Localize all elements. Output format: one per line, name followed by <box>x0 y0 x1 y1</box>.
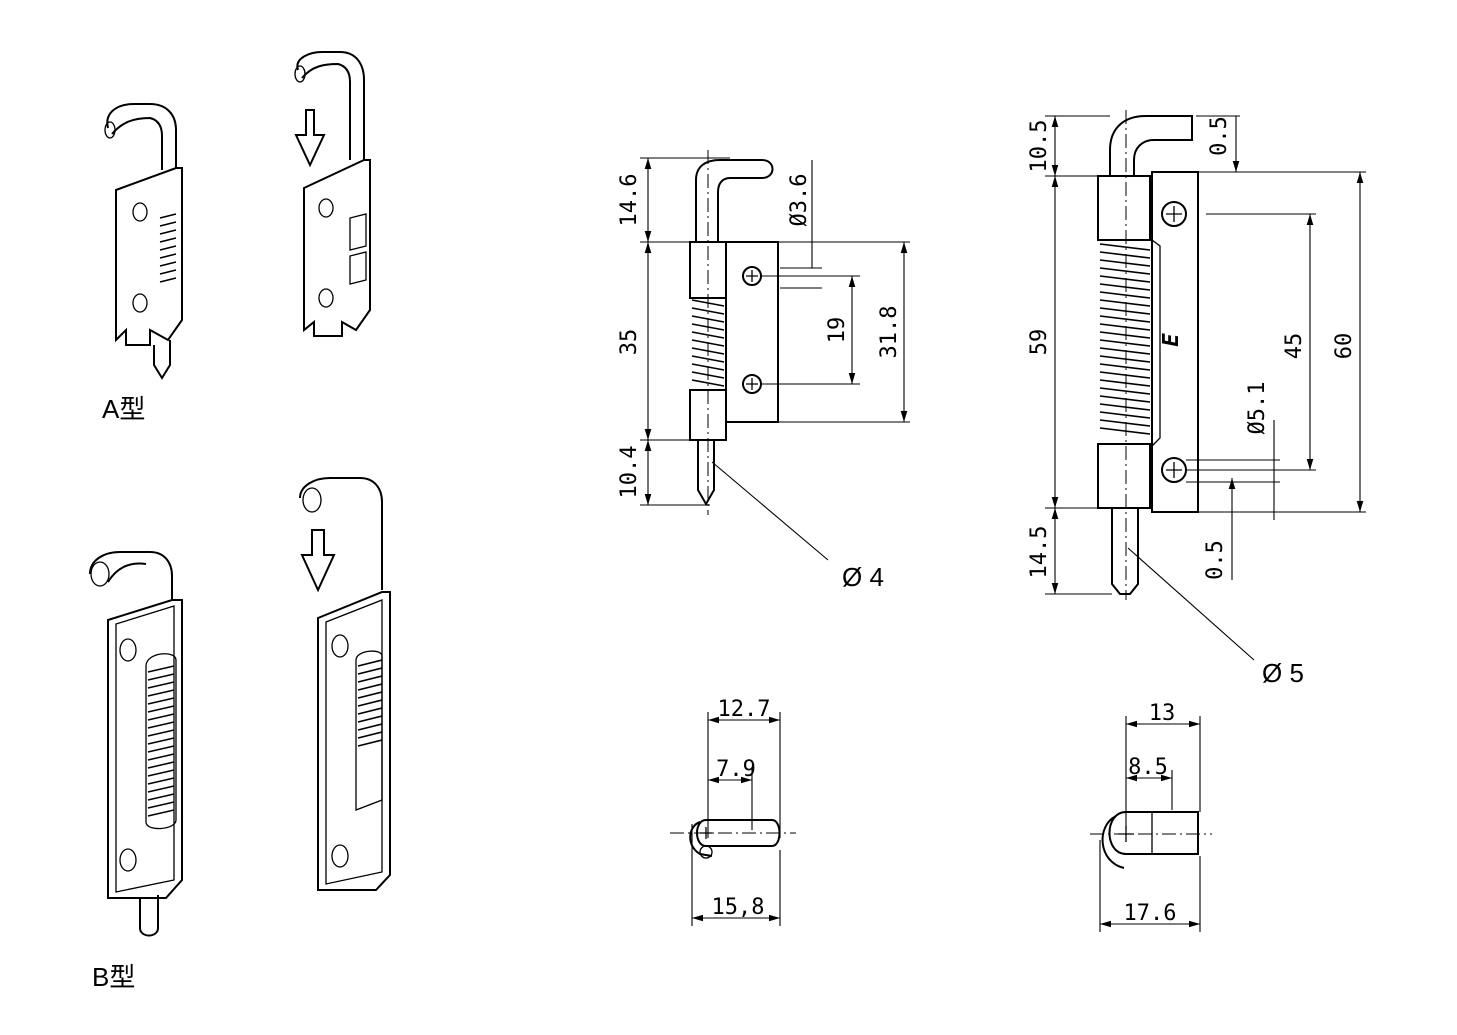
arrow-down-icon <box>300 529 336 593</box>
mark-e: E <box>1159 333 1184 347</box>
front-view-b <box>1045 110 1366 661</box>
section-view-a <box>670 712 796 926</box>
dim-a-plate: 31.8 <box>877 306 902 359</box>
dim-b-hole-pitch: 45 <box>1282 333 1307 360</box>
dim-b-top-gap: 0.5 <box>1207 116 1232 156</box>
dim-b-shaft: Ø 5 <box>1262 658 1304 688</box>
dim-a-bottom: 10.4 <box>617 446 642 499</box>
dim-b-bottom: 14.5 <box>1027 526 1052 579</box>
iso-hinge-a-left <box>104 103 183 380</box>
section-view-b <box>1090 716 1212 932</box>
type-b-label: B型 <box>92 962 135 992</box>
dim-a-shaft: Ø 4 <box>842 562 884 592</box>
dim-a-top: 14.6 <box>617 174 642 227</box>
dim-sb-bottom: 17.6 <box>1124 901 1177 926</box>
iso-hinge-b-left <box>89 551 183 937</box>
dim-a-body: 35 <box>617 329 642 356</box>
dim-a-pin-dia: Ø3.6 <box>787 174 812 227</box>
dim-sa-top: 12.7 <box>718 697 771 722</box>
dim-sb-mid: 8.5 <box>1128 755 1168 780</box>
dim-b-body: 59 <box>1027 329 1052 356</box>
front-view-a <box>640 150 910 561</box>
iso-hinge-b-right <box>299 477 391 891</box>
dim-sb-top: 13 <box>1149 701 1176 726</box>
dim-sa-mid: 7.9 <box>716 757 756 782</box>
arrow-down-icon <box>294 109 326 168</box>
dim-b-hole-dia: Ø5.1 <box>1245 382 1270 435</box>
dim-b-top: 10.5 <box>1027 120 1052 173</box>
iso-hinge-a-right <box>294 51 371 337</box>
dim-sa-bottom: 15,8 <box>712 895 765 920</box>
type-a-label: A型 <box>102 394 145 424</box>
dim-b-plate: 60 <box>1332 333 1357 360</box>
dim-a-hole-pitch: 19 <box>825 317 850 344</box>
dim-b-bottom-gap: 0.5 <box>1203 540 1228 580</box>
